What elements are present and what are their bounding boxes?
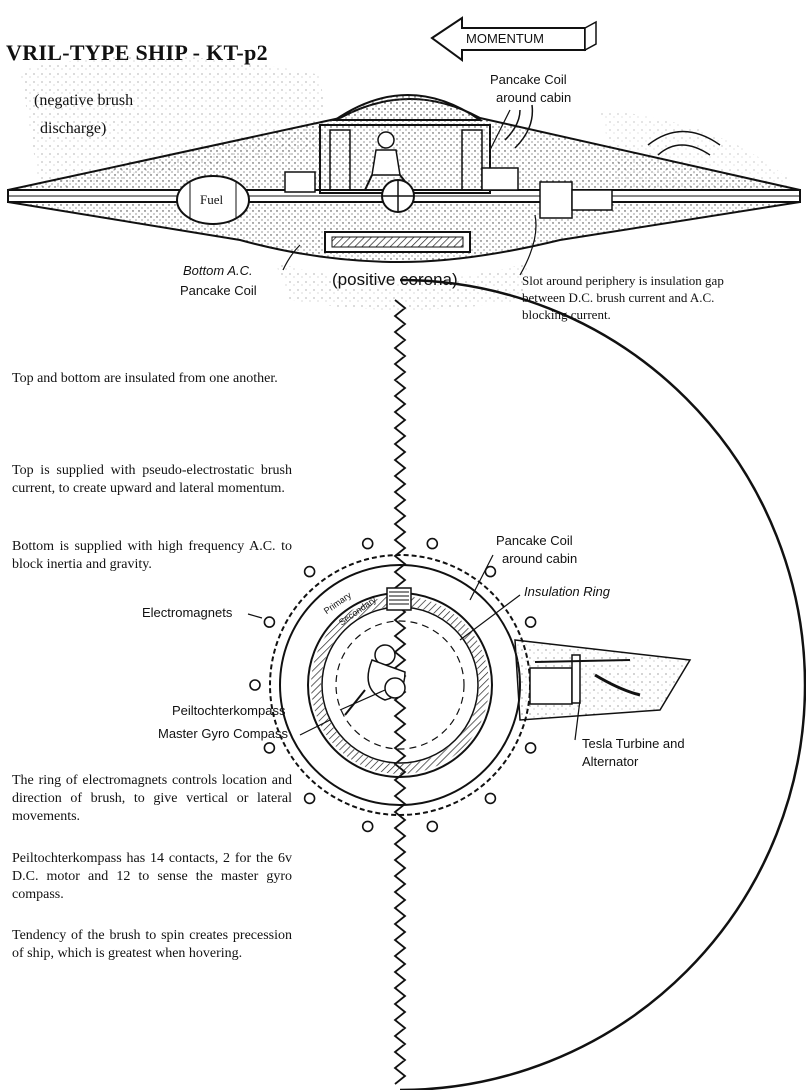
electromagnet-dot	[524, 616, 537, 628]
tesla-turbine	[514, 639, 692, 721]
bottom-coil-label-2: Pancake Coil	[180, 283, 257, 298]
tesla-label-2: Alternator	[582, 754, 639, 769]
page-title: VRIL-TYPE SHIP - KT-p2	[6, 40, 268, 65]
insulation-ring-label: Insulation Ring	[524, 584, 610, 599]
negative-brush-label-1: (negative brush	[34, 92, 134, 109]
pancake-coil-plan-2: around cabin	[502, 551, 578, 566]
leader-lines-top	[282, 109, 537, 276]
pilot-top-view	[344, 644, 406, 716]
pancake-coil-plan-1: Pancake Coil	[496, 533, 573, 548]
fuel-label: Fuel	[200, 192, 224, 207]
leader-lines-plan	[247, 554, 581, 741]
electromagnet-dot	[484, 565, 497, 578]
electromagnet-dot	[263, 742, 276, 754]
note-top-supply: Top is supplied with pseudo-electrostati…	[12, 463, 292, 496]
plan-outline	[393, 278, 806, 1090]
electromagnet-dot	[303, 792, 316, 805]
pancake-coil-top-1: Pancake Coil	[490, 72, 567, 87]
negative-brush-label-2: discharge)	[40, 120, 107, 137]
positive-corona-label: (positive corona)	[332, 270, 458, 289]
slot-note-2: between D.C. brush current and A.C.	[522, 290, 715, 305]
peiltochterkompass-label: Peiltochterkompass	[172, 703, 286, 718]
primary-secondary-coil	[386, 587, 412, 611]
note-contacts: Peiltochterkompass has 14 contacts, 2 fo…	[12, 851, 292, 902]
pancake-coil-top-2: around cabin	[496, 90, 572, 105]
slot-note-3: blocking current.	[522, 307, 611, 322]
electromagnet-dot	[263, 616, 276, 628]
pilot-figure	[364, 131, 415, 213]
bottom-coil-label-1: Bottom A.C.	[183, 263, 253, 278]
electromagnet-dot	[426, 820, 439, 833]
master-gyro-label: Master Gyro Compass	[158, 726, 289, 741]
radiation-arcs	[504, 104, 721, 156]
momentum-label: MOMENTUM	[466, 31, 544, 46]
electromagnet-dot	[361, 820, 374, 833]
electromagnet-dot	[426, 537, 439, 550]
electromagnet-dot	[361, 537, 374, 550]
note-tendency: Tendency of the brush to spin creates pr…	[12, 928, 292, 961]
note-insulated: Top and bottom are insulated from one an…	[12, 371, 278, 386]
bottom-ac-coil	[324, 231, 471, 253]
momentum-arrow	[430, 16, 597, 62]
equipment-boxes	[284, 167, 613, 219]
positive-corona	[275, 262, 530, 310]
electromagnet-dot	[303, 565, 316, 578]
note-bottom-supply: Bottom is supplied with high frequency A…	[12, 539, 292, 572]
fuel-tank	[176, 175, 250, 225]
note-ring: The ring of electromagnets controls loca…	[12, 773, 292, 824]
tesla-label-1: Tesla Turbine and	[582, 736, 685, 751]
electromagnet-dot	[484, 792, 497, 805]
electromagnets-label: Electromagnets	[142, 605, 233, 620]
slot-note-1: Slot around periphery is insulation gap	[522, 273, 724, 288]
electromagnet-dot	[249, 679, 261, 691]
electromagnet-dot	[524, 742, 537, 754]
